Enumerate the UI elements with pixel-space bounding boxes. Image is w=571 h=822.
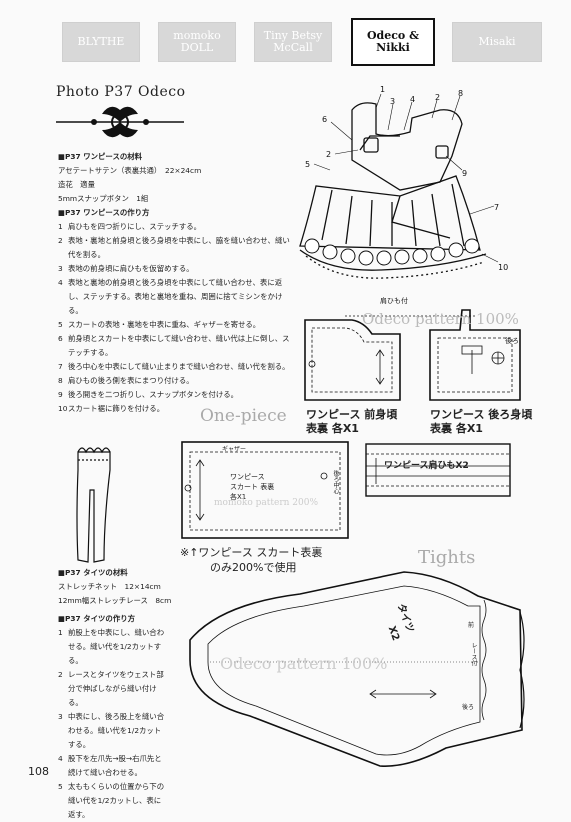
tab-odeco-nikki[interactable]: Odeco & Nikki	[351, 18, 435, 66]
ornament-divider	[56, 106, 184, 138]
front-mark: 前	[468, 622, 475, 629]
front-bodice-label: ワンピース 前身頃	[306, 408, 398, 421]
tab-tiny-betsy[interactable]: Tiny Betsy McCall	[254, 22, 332, 62]
skirt-center-back: 後ろ中心	[332, 470, 339, 494]
callout-3: 3	[390, 97, 395, 106]
tights-title: Tights	[418, 547, 476, 568]
tights-materials: ■P37 タイツの材料 ストレッチネット 12×14cm 12mm幅ストレッチレ…	[58, 568, 172, 605]
callout-6: 6	[322, 115, 327, 124]
tights-label: タイツ	[394, 602, 416, 635]
callout-5: 5	[305, 160, 310, 169]
tab-blythe[interactable]: BLYTHE	[62, 22, 140, 62]
scale-note-2: のみ200%で使用	[210, 561, 297, 574]
scale-note-1: ※↑ワンピース スカート表裏	[180, 546, 323, 559]
front-bodice-sub: 表裏 各X1	[306, 422, 359, 435]
tab-misaki[interactable]: Misaki	[452, 22, 542, 62]
tights-count: X2	[385, 624, 402, 643]
page-title: Photo P37 Odeco	[56, 84, 186, 100]
callout-8: 8	[458, 89, 463, 98]
callout-2: 2	[435, 93, 440, 102]
back-mark: 後ろ	[462, 704, 475, 711]
back-label: 後ろ	[505, 337, 519, 345]
skirt-label-3: 各X1	[230, 493, 247, 501]
pattern-stamp-skirt: momoko pattern 200%	[214, 498, 319, 508]
callout-2b: 2	[326, 150, 331, 159]
pattern-stamp-tights: Odeco pattern 100%	[220, 654, 388, 673]
skirt-label-1: ワンピース	[230, 473, 265, 481]
tab-momoko[interactable]: momoko DOLL	[158, 22, 236, 62]
callout-1: 1	[380, 85, 385, 94]
doll-tabs: BLYTHE momoko DOLL Tiny Betsy McCall Ode…	[62, 18, 562, 66]
dress-materials: ■P37 ワンピースの材料 アセテートサテン（表裏共通） 22×24cm 造花 …	[58, 152, 202, 203]
callout-10: 10	[498, 263, 508, 272]
back-bodice-label: ワンピース 後ろ身頃	[430, 408, 533, 421]
lace-mark: レース付	[470, 642, 477, 666]
callout-7: 7	[494, 203, 499, 212]
page-number: 108	[28, 765, 49, 778]
back-bodice-sub: 表裏 各X1	[430, 422, 483, 435]
skirt-label-2: スカート 表裏	[230, 483, 275, 491]
one-piece-title: One-piece	[200, 406, 287, 426]
shoulder-label: 肩ひも付	[380, 297, 408, 305]
callout-9: 9	[462, 169, 467, 178]
gather-label: ギャザー	[222, 446, 247, 453]
callout-4: 4	[410, 95, 415, 104]
pattern-stamp-dress: Odeco pattern 100%	[362, 310, 519, 328]
strap-label: ワンピース肩ひもX2	[384, 461, 469, 471]
